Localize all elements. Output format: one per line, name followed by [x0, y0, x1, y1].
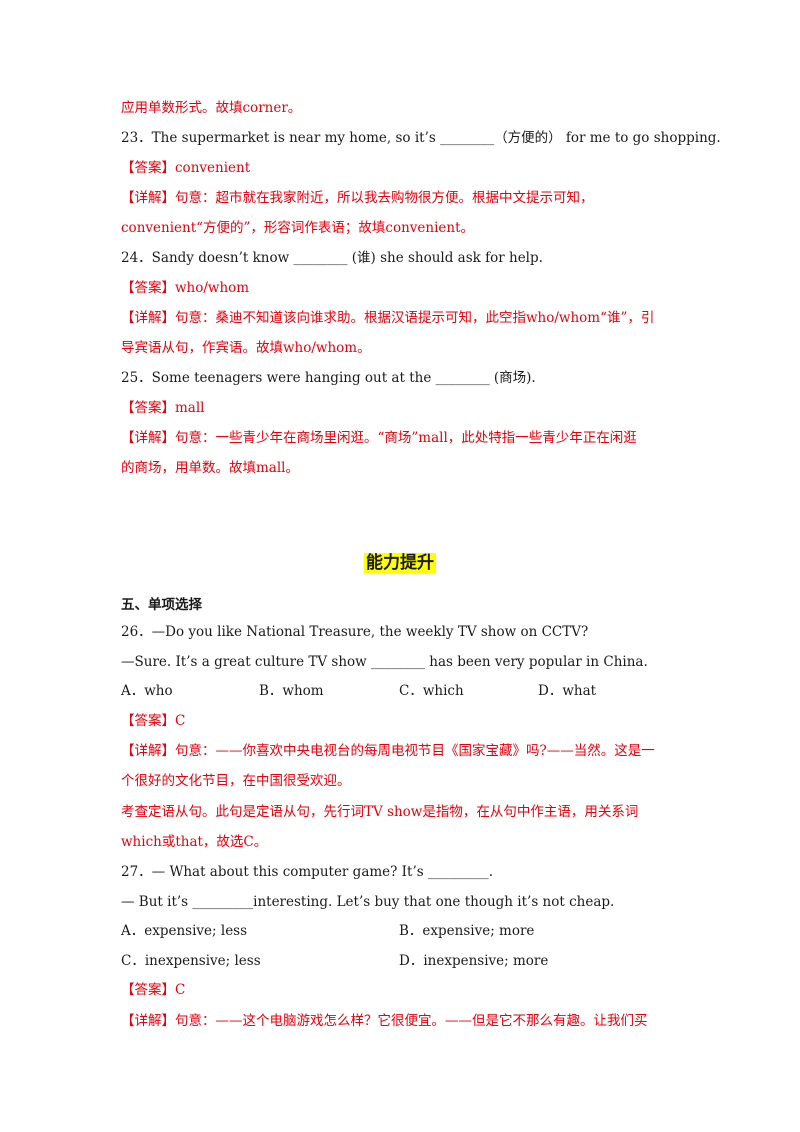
question-26-line-1: 26．—Do you like National Treasure, the w…	[121, 624, 589, 640]
explanation-26-line-4: which或that，故选C。	[121, 834, 268, 850]
explanation-26-line-1: 【详解】句意：——你喜欢中央电视台的每周电视节目《国家宝藏》吗?——当然。这是一	[121, 743, 655, 759]
explanation-23-line-2: convenient“方便的”，形容词作表语；故填convenient。	[121, 220, 475, 236]
explanation-24-line-1: 【详解】句意：桑迪不知道该向谁求助。根据汉语提示可知，此空指who/whom“谁…	[121, 310, 655, 326]
question-27-line-2: — But it’s _________interesting. Let’s b…	[121, 894, 615, 910]
option-a: A．who	[121, 683, 173, 699]
section-heading-text: 能力提升	[364, 553, 436, 573]
answer-25: 【答案】mall	[121, 400, 205, 416]
question-26-line-2: —Sure. It’s a great culture TV show ____…	[121, 654, 648, 670]
option-a: A．expensive; less	[121, 923, 248, 939]
answer-26: 【答案】C	[121, 713, 186, 729]
answer-23: 【答案】convenient	[121, 160, 251, 176]
option-b: B．whom	[259, 683, 324, 699]
question-24: 24．Sandy doesn’t know ________ (谁) she s…	[121, 250, 543, 266]
option-d: D．inexpensive; more	[399, 953, 549, 969]
section-heading: 能力提升	[0, 551, 800, 575]
explanation-25-line-1: 【详解】句意：一些青少年在商场里闲逛。“商场”mall，此处特指一些青少年正在闲…	[121, 430, 637, 446]
question-25: 25．Some teenagers were hanging out at th…	[121, 370, 536, 386]
answer-24: 【答案】who/whom	[121, 280, 250, 296]
question-27-line-1: 27．— What about this computer game? It’s…	[121, 864, 493, 880]
answer-27: 【答案】C	[121, 982, 186, 998]
option-d: D．what	[538, 683, 597, 699]
explanation-23-line-1: 【详解】句意：超市就在我家附近，所以我去购物很方便。根据中文提示可知，	[121, 190, 594, 206]
explanation-25-line-2: 的商场，用单数。故填mall。	[121, 460, 299, 476]
option-c: C．which	[399, 683, 464, 699]
section-title: 五、单项选择	[121, 597, 202, 613]
explanation-26-line-2: 个很好的文化节目，在中国很受欢迎。	[121, 773, 351, 789]
explanation-27-line-1: 【详解】句意：——这个电脑游戏怎么样？它很便宜。——但是它不那么有趣。让我们买	[121, 1013, 648, 1029]
explanation-24-line-2: 导宾语从句，作宾语。故填who/whom。	[121, 340, 371, 356]
explanation-26-line-3: 考查定语从句。此句是定语从句，先行词TV show是指物，在从句中作主语，用关系…	[121, 804, 639, 820]
explanation-line: 应用单数形式。故填corner。	[121, 100, 302, 116]
option-b: B．expensive; more	[399, 923, 535, 939]
option-c: C．inexpensive; less	[121, 953, 261, 969]
question-23: 23．The supermarket is near my home, so i…	[121, 130, 721, 146]
